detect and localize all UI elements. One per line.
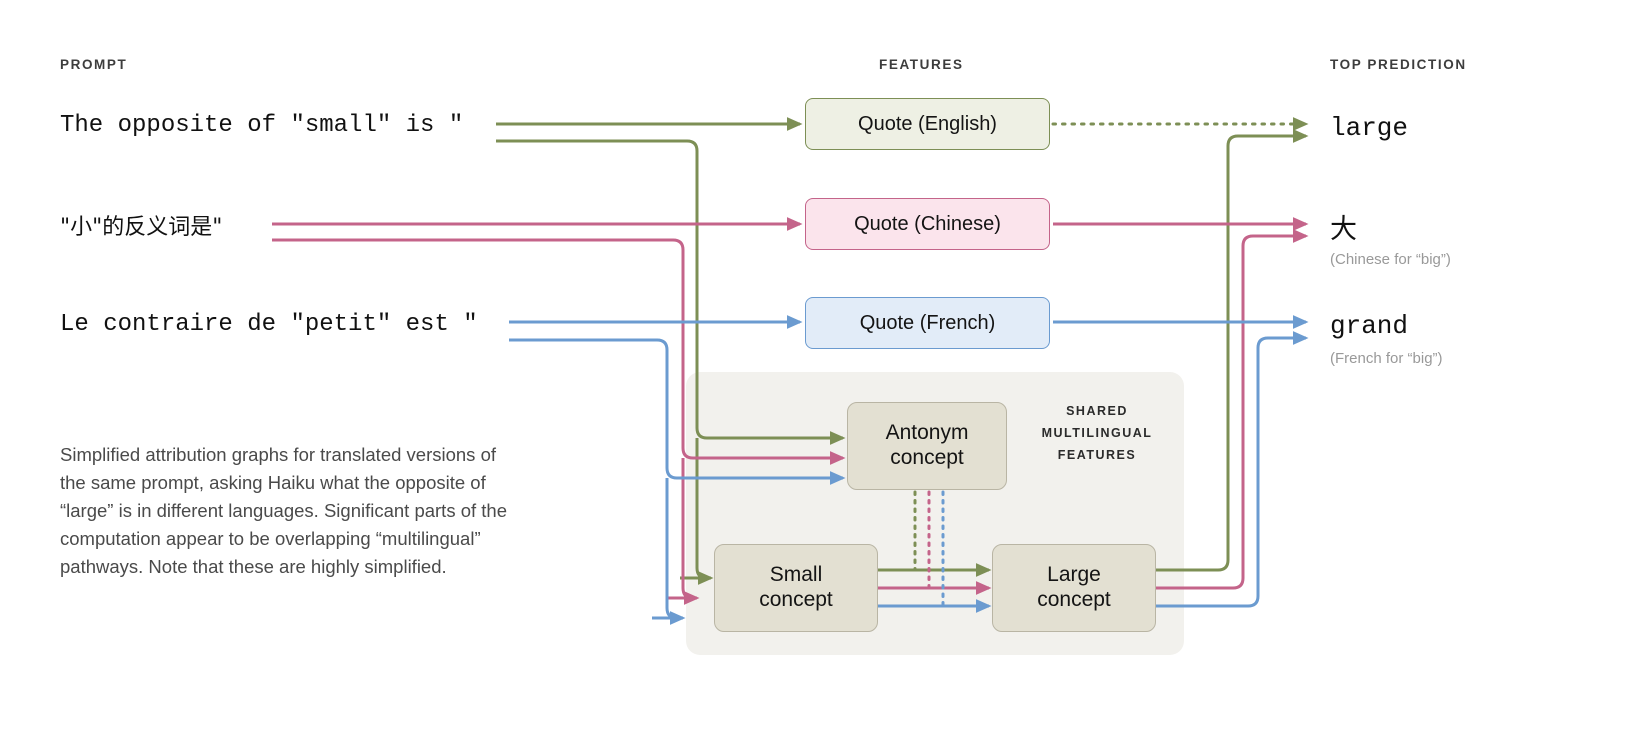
prediction-large: large: [1330, 113, 1409, 143]
edge-chinese-to-antonym: [681, 447, 846, 465]
figure-caption: Simplified attribution graphs for transl…: [60, 444, 507, 578]
feature-box-quote-french[interactable]: Quote (French): [805, 297, 1050, 349]
prediction-grand: grand: [1330, 311, 1409, 341]
concept-antonym-line1: Antonym: [885, 421, 969, 445]
edge-english-trunk: [496, 139, 699, 428]
concept-box-large[interactable]: Large concept: [992, 544, 1156, 632]
shared-label-line3: FEATURES: [1057, 447, 1137, 462]
feature-box-quote-english[interactable]: Quote (English): [805, 98, 1050, 150]
column-header-features: FEATURES: [879, 57, 964, 72]
prediction-da: 大: [1330, 214, 1357, 245]
edge-english-to-antonym: [695, 427, 846, 445]
edge-large-to-pred-pink: [1156, 229, 1309, 590]
column-header-top-prediction: TOP PREDICTION: [1330, 57, 1467, 72]
concept-box-antonym[interactable]: Antonym concept: [847, 402, 1007, 490]
edge-large-to-pred-blue: [1156, 331, 1309, 608]
concept-small-line1: Small: [769, 563, 823, 587]
prediction-da-gloss: (Chinese for “big”): [1330, 251, 1451, 268]
concept-antonym-line2: concept: [890, 446, 964, 469]
prediction-grand-gloss: (French for “big”): [1330, 350, 1443, 367]
feature-box-quote-chinese[interactable]: Quote (Chinese): [805, 198, 1050, 250]
shared-label-line1: SHARED: [1066, 404, 1128, 418]
shared-multilingual-features-label: SHARED MULTILINGUAL FEATURES: [1022, 401, 1172, 467]
concept-large-line2: concept: [1037, 588, 1111, 611]
edge-french-to-antonym: [665, 467, 846, 485]
prompt-chinese: "小"的反义词是": [60, 215, 223, 240]
concept-box-small[interactable]: Small concept: [714, 544, 878, 632]
shared-label-line2: MULTILINGUAL: [1041, 425, 1153, 440]
prompt-english: The opposite of "small" is ": [60, 112, 464, 139]
prompt-french: Le contraire de "petit" est ": [60, 311, 478, 338]
edge-french-trunk: [509, 338, 669, 468]
column-header-prompt: PROMPT: [60, 57, 128, 72]
concept-large-line1: Large: [1047, 563, 1101, 587]
edge-large-to-pred-green: [1156, 129, 1309, 572]
edge-chinese-trunk: [272, 238, 685, 448]
concept-small-line2: concept: [759, 588, 833, 611]
